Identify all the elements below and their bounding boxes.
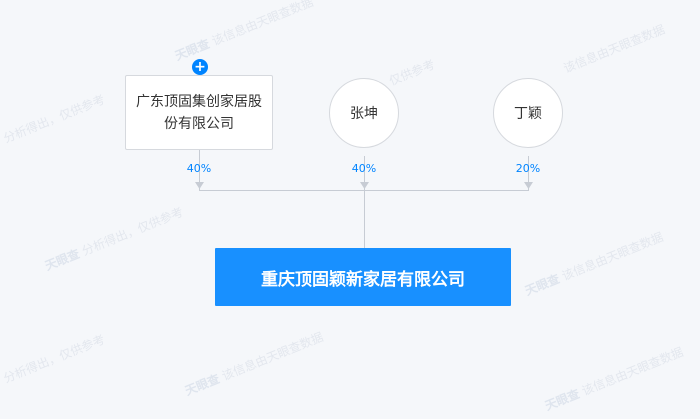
shareholder-name: 广东顶固集创家居股份有限公司 [136, 93, 262, 132]
shareholder-name: 丁颖 [514, 106, 542, 122]
shareholder-node-company[interactable]: 广东顶固集创家居股份有限公司 [125, 75, 273, 150]
target-company-node[interactable]: 重庆顶固颖新家居有限公司 [215, 248, 511, 306]
shareholder-percent: 20% [515, 162, 541, 175]
shareholder-node-person[interactable]: 张坤 [329, 78, 399, 148]
target-company-name: 重庆顶固颖新家居有限公司 [261, 269, 465, 290]
shareholder-name: 张坤 [350, 106, 378, 122]
shareholder-percent: 40% [351, 162, 377, 175]
shareholder-node-person[interactable]: 丁颖 [493, 78, 563, 148]
arrow-down-icon [195, 182, 204, 189]
arrow-down-icon [524, 182, 533, 189]
shareholder-percent: 40% [186, 162, 212, 175]
arrow-down-icon [360, 182, 369, 189]
expand-plus-icon[interactable]: + [192, 59, 208, 75]
